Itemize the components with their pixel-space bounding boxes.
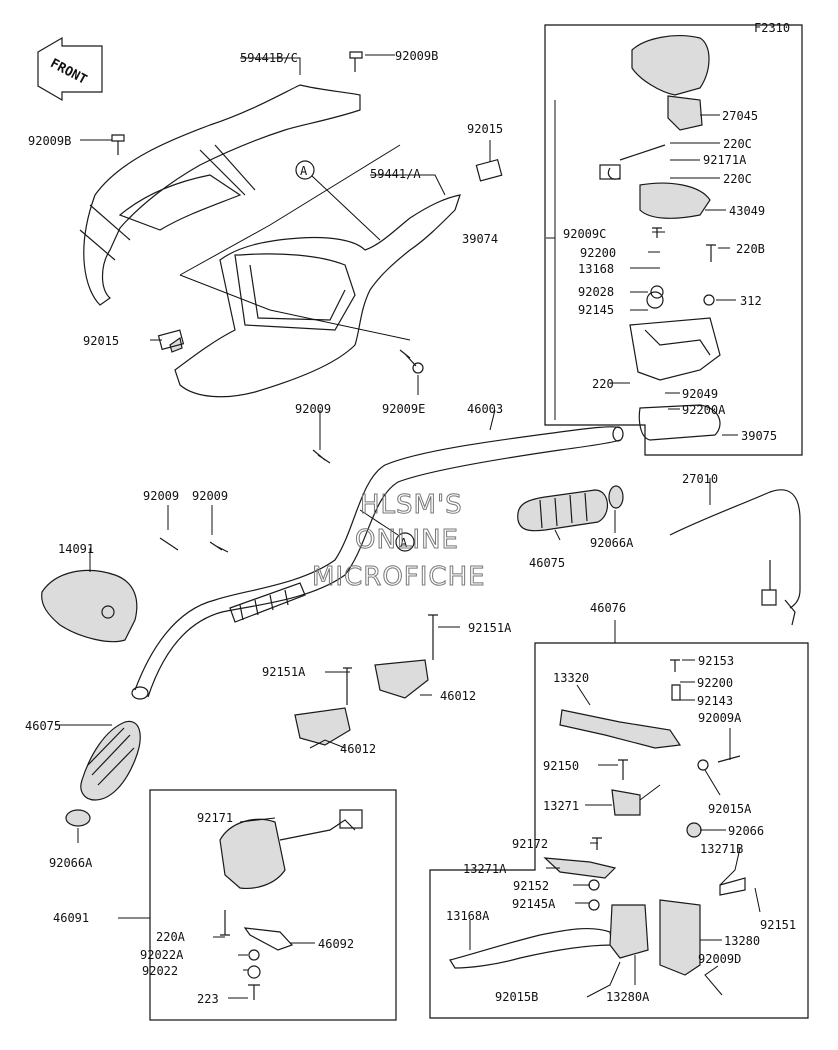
part-number-label: 13168A — [446, 909, 490, 923]
part-number-label: 92200 — [697, 676, 733, 690]
part-number-label: 13280 — [724, 934, 760, 948]
part-number-label: 92151A — [262, 665, 306, 679]
part-number-label: 43049 — [729, 204, 765, 218]
screw-icons — [111, 51, 424, 553]
part-number-label: 92015 — [467, 122, 503, 136]
left-grip — [80, 720, 141, 801]
part-number-label: 46075 — [25, 719, 61, 733]
front-arrow-icon: FRONT — [37, 36, 103, 102]
part-number-label: 92009B — [395, 49, 438, 63]
figure-code: F2310 — [754, 21, 790, 35]
part-number-label: 92171 — [197, 811, 233, 825]
switch-assembly-box — [544, 24, 803, 456]
part-number-label: 27045 — [722, 109, 758, 123]
part-number-label: 13271 — [543, 799, 579, 813]
part-number-label: 92143 — [697, 694, 733, 708]
handlebar-holders — [294, 614, 438, 746]
part-number-label: 92200A — [682, 403, 726, 417]
part-number-label: 92022 — [142, 964, 178, 978]
part-number-label: 220C — [723, 137, 752, 151]
watermark-line-3: MICROFICHE — [312, 562, 486, 592]
ref-marker-leads — [311, 175, 399, 536]
part-number-label: 92049 — [682, 387, 718, 401]
part-number-label: 14091 — [58, 542, 94, 556]
right-grip — [517, 489, 608, 532]
part-number-label: 59441B/C — [240, 51, 298, 65]
part-number-label: 39074 — [462, 232, 498, 246]
cover-outline-lines — [179, 144, 411, 341]
part-number-label: 13280A — [606, 990, 650, 1004]
left-switch-box — [149, 789, 397, 1021]
part-number-label: 220 — [592, 377, 614, 391]
part-number-label: 92009C — [563, 227, 606, 241]
part-number-label: 92015B — [495, 990, 538, 1004]
part-number-label: 46012 — [440, 689, 476, 703]
part-number-label: 13271A — [463, 862, 507, 876]
part-number-label: 46076 — [590, 601, 626, 615]
bar-end-caps — [65, 485, 624, 827]
ref-marker-a-bottom — [395, 532, 415, 552]
part-number-label: 27010 — [682, 472, 718, 486]
front-arrow-label: FRONT — [48, 56, 90, 88]
part-number-label: 92145 — [578, 303, 614, 317]
ref-marker-a-top — [295, 160, 315, 180]
throttle-cable — [669, 489, 801, 626]
handlebar — [131, 426, 624, 700]
part-number-label: 13320 — [553, 671, 589, 685]
part-number-label: 92150 — [543, 759, 579, 773]
watermark-line-1: HLSM'S — [360, 490, 463, 520]
part-number-label: 92152 — [513, 879, 549, 893]
part-number-label: 92009 — [295, 402, 331, 416]
part-number-label: 92200 — [580, 246, 616, 260]
part-number-label: 92015 — [83, 334, 119, 348]
part-number-label: 92009B — [28, 134, 71, 148]
left-switch-parts — [219, 809, 363, 1000]
part-number-label: 92172 — [512, 837, 548, 851]
part-number-label: 92009 — [192, 489, 228, 503]
part-number-label: 220C — [723, 172, 752, 186]
part-number-label: 92151 — [760, 918, 796, 932]
watermark: HLSM'S ONLINE MICROFICHE — [312, 490, 486, 593]
part-number-label: 92153 — [698, 654, 734, 668]
part-number-label: 223 — [197, 992, 219, 1006]
part-number-label: 39075 — [741, 429, 777, 443]
part-number-label: 92028 — [578, 285, 614, 299]
part-number-label: 92009 — [143, 489, 179, 503]
cover-piece-14091 — [41, 569, 138, 643]
part-number-label: 59441/A — [370, 167, 421, 181]
part-number-label: 92066A — [590, 536, 634, 550]
part-number-label: 92009D — [698, 952, 741, 966]
part-number-label: 92151A — [468, 621, 512, 635]
part-number-label: 92171A — [703, 153, 747, 167]
part-number-label: 312 — [740, 294, 762, 308]
part-number-label: 220B — [736, 242, 765, 256]
watermark-line-2: ONLINE — [355, 525, 459, 555]
part-number-label: 92066A — [49, 856, 93, 870]
part-number-label: 92022A — [140, 948, 184, 962]
leader-lines — [55, 54, 761, 999]
part-number-label: 46075 — [529, 556, 565, 570]
part-number-label: 13168 — [578, 262, 614, 276]
part-number-label: 13271B — [700, 842, 743, 856]
lever-assembly-box — [429, 642, 809, 1019]
part-number-label: 92009E — [382, 402, 425, 416]
part-number-label: 92015A — [708, 802, 752, 816]
ref-marker-a-bottom-label: A — [400, 536, 408, 550]
part-number-label: 92145A — [512, 897, 556, 911]
part-number-label: 220A — [156, 930, 186, 944]
handlebar-cover — [79, 84, 503, 398]
part-number-label: 46012 — [340, 742, 376, 756]
right-switch-parts — [599, 35, 721, 441]
part-labels: 59441B/C 92009B 92009B 92015 59441/A 92015 920… — [25, 49, 796, 1006]
lever-parts — [449, 659, 746, 976]
part-number-label: 92009A — [698, 711, 742, 725]
part-number-label: 46091 — [53, 911, 89, 925]
ref-marker-a-top-label: A — [300, 164, 308, 178]
part-number-label: 46092 — [318, 937, 354, 951]
part-number-label: 92066 — [728, 824, 764, 838]
part-number-label: 46003 — [467, 402, 503, 416]
